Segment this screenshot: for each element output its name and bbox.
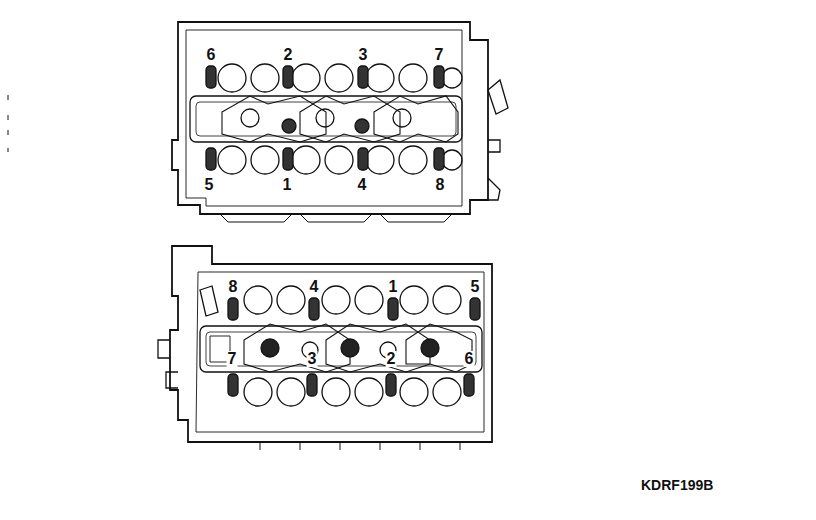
head-outline-part — [322, 286, 350, 314]
callout-number: 7 — [434, 47, 445, 63]
head-outline-part — [158, 340, 170, 358]
head-outline-part — [322, 378, 350, 406]
callout-number: 1 — [282, 177, 293, 193]
callout-number: 2 — [386, 351, 397, 367]
head-outline-part — [307, 374, 317, 396]
head-outline-part — [251, 64, 279, 92]
head-outline-part — [433, 378, 461, 406]
callout-number: 8 — [228, 279, 239, 295]
head-outline-part — [366, 146, 394, 174]
head-outline-part — [260, 442, 460, 450]
head-outline-part — [358, 148, 368, 170]
callout-number: 3 — [307, 351, 318, 367]
head-outline-part — [186, 30, 462, 206]
head-outline-part — [218, 146, 246, 174]
head-outline-part — [251, 146, 279, 174]
head-outline-part — [196, 272, 484, 432]
callout-number: 7 — [227, 351, 238, 367]
head-outline-part — [261, 339, 279, 357]
head-outline-part — [218, 64, 246, 92]
head-outline-part — [244, 378, 272, 406]
head-outline-part — [244, 286, 272, 314]
head-outline-part — [434, 148, 444, 170]
head-outline-part — [325, 64, 353, 92]
figure-code: KDRF199B — [640, 478, 714, 492]
head-outline-part — [355, 119, 369, 133]
head-outline-part — [399, 146, 427, 174]
upper-cylinder-head — [172, 22, 508, 222]
head-outline-part — [406, 324, 472, 372]
head-outline-part — [374, 96, 458, 142]
head-outline-part — [309, 298, 319, 320]
lower-cylinder-head — [158, 246, 492, 450]
head-outline-part — [488, 178, 500, 200]
head-outline-part — [300, 96, 400, 142]
head-outline-part — [170, 246, 492, 442]
head-outline-part — [283, 66, 293, 88]
head-outline-part — [399, 64, 427, 92]
head-outline-part — [244, 324, 350, 372]
head-outline-part — [442, 150, 462, 170]
head-outline-part — [206, 66, 216, 88]
head-outline-part — [341, 339, 359, 357]
callout-number: 8 — [435, 177, 446, 193]
head-outline-part — [388, 298, 398, 320]
callout-number: 5 — [470, 279, 481, 295]
callout-number: 6 — [206, 47, 217, 63]
head-outline-part — [241, 109, 259, 127]
head-outline-part — [222, 96, 326, 142]
head-outline-part — [190, 96, 462, 142]
head-outline-part — [292, 64, 320, 92]
head-outline-part — [400, 378, 428, 406]
head-outline-part — [355, 378, 383, 406]
head-outline-part — [292, 146, 320, 174]
head-outline-part — [277, 286, 305, 314]
head-outline-part — [433, 286, 461, 314]
head-outline-part — [464, 374, 474, 396]
head-outline-part — [325, 146, 353, 174]
callout-number: 4 — [309, 279, 320, 295]
callout-number: 4 — [357, 177, 368, 193]
head-outline-part — [442, 68, 462, 88]
callout-number: 2 — [283, 47, 294, 63]
head-outline-part — [172, 22, 488, 214]
head-outline-part — [421, 339, 439, 357]
head-outline-part — [206, 148, 216, 170]
callout-number: 5 — [204, 177, 215, 193]
head-outline-part — [228, 374, 238, 396]
head-outline-part — [316, 109, 334, 127]
head-outline-part — [206, 332, 476, 366]
head-outline-part — [166, 372, 178, 388]
head-outline-part — [393, 109, 411, 127]
head-outline-part — [282, 119, 296, 133]
head-outline-part — [366, 64, 394, 92]
head-outline-part — [326, 324, 430, 372]
head-outline-part — [220, 214, 452, 222]
head-outline-part — [200, 286, 218, 316]
head-outline-part — [400, 286, 428, 314]
callout-number: 1 — [388, 279, 399, 295]
head-outline-part — [434, 66, 444, 88]
head-outline-part — [228, 298, 238, 320]
head-outline-part — [358, 66, 368, 88]
head-outline-part — [386, 374, 396, 396]
scan-marks — [8, 95, 9, 152]
head-outline-part — [355, 286, 383, 314]
head-outline-part — [200, 326, 482, 372]
callout-number: 6 — [464, 351, 475, 367]
head-outline-part — [283, 148, 293, 170]
callout-number: 3 — [358, 47, 369, 63]
head-outline-part — [470, 298, 480, 320]
head-outline-part — [488, 140, 500, 152]
head-outline-part — [277, 378, 305, 406]
head-outline-part — [488, 80, 508, 114]
